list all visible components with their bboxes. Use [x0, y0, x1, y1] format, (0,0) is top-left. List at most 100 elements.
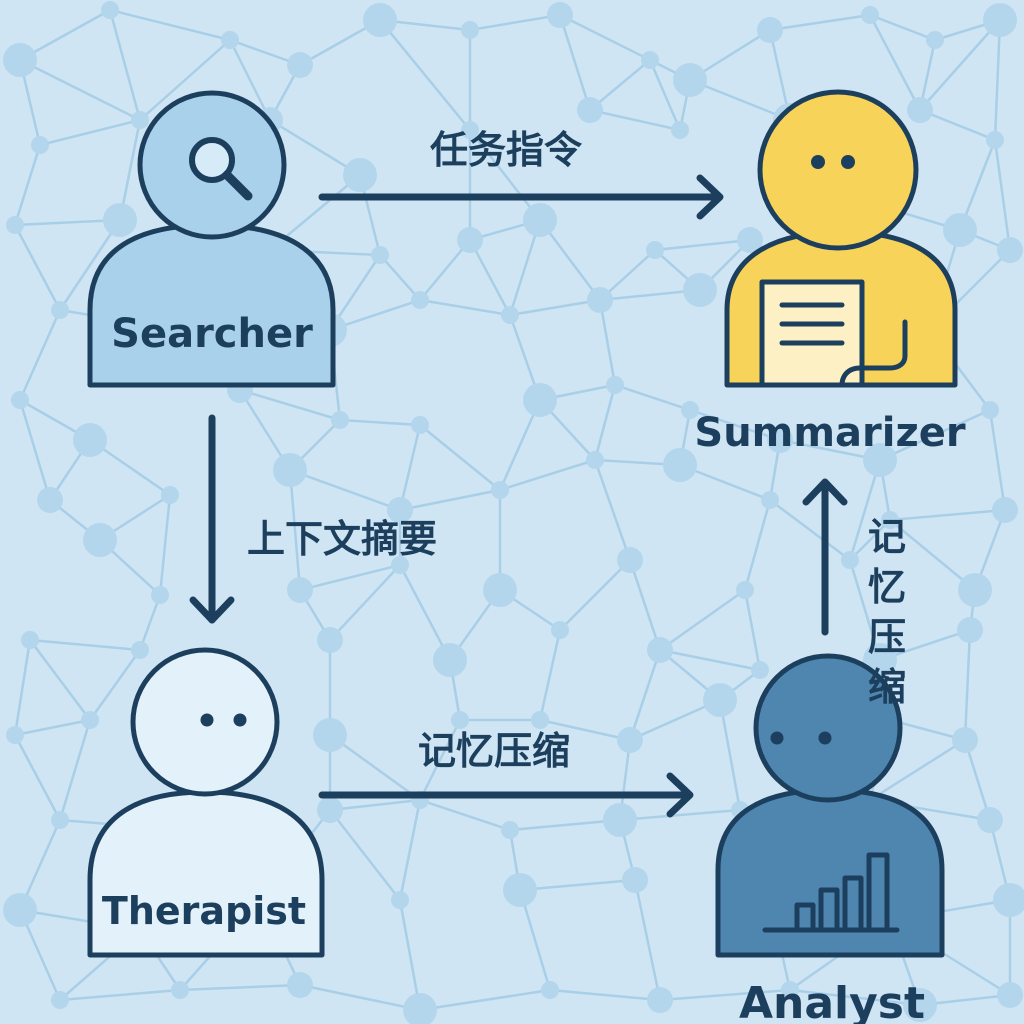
- network-node: [457, 227, 483, 253]
- network-link: [59, 988, 181, 1002]
- network-link: [138, 594, 162, 651]
- network-link: [239, 388, 341, 422]
- network-link: [58, 719, 92, 821]
- network-link: [648, 59, 682, 131]
- arrow-analyst-to-summarizer: [802, 478, 848, 636]
- vertical-label-char: 忆: [868, 565, 906, 609]
- network-link: [179, 983, 301, 992]
- network-link: [889, 508, 1006, 522]
- agent-summarizer: Summarizer: [694, 89, 966, 456]
- network-node: [926, 31, 944, 49]
- network-node: [483, 573, 517, 607]
- network-link: [993, 139, 1012, 251]
- network-node: [21, 631, 39, 649]
- network-node: [671, 121, 689, 139]
- network-node: [603, 803, 637, 837]
- network-node: [363, 3, 397, 37]
- network-link: [398, 899, 422, 1011]
- network-node: [6, 216, 24, 234]
- network-node: [523, 203, 557, 237]
- network-node: [586, 451, 604, 469]
- summarizer-label: Summarizer: [694, 410, 965, 456]
- network-link: [419, 798, 511, 832]
- document-icon: [759, 279, 865, 388]
- network-node: [957, 617, 983, 643]
- summarizer-right-eye: [841, 155, 855, 169]
- agent-therapist: Therapist: [87, 647, 325, 958]
- network-node: [767, 427, 793, 453]
- network-node: [646, 241, 664, 259]
- network-node: [221, 31, 239, 49]
- vertical-label-char: 记: [868, 515, 906, 559]
- vertical-label-char: 压: [868, 615, 906, 659]
- network-link: [659, 648, 761, 672]
- network-node: [433, 643, 467, 677]
- edge-label-task-instruction: 任务指令: [430, 128, 583, 172]
- network-link: [538, 629, 562, 721]
- network-node: [903, 988, 937, 1022]
- network-link: [963, 739, 992, 821]
- network-node: [331, 411, 349, 429]
- network-node: [171, 981, 189, 999]
- network-node: [131, 641, 149, 659]
- network-node: [977, 807, 1003, 833]
- network-node: [287, 577, 313, 603]
- network-link: [329, 564, 401, 641]
- network-node: [387, 497, 413, 523]
- network-link: [789, 988, 921, 1007]
- network-link: [398, 424, 422, 511]
- network-link: [589, 59, 651, 111]
- network-node: [501, 821, 519, 839]
- network-link: [469, 129, 541, 221]
- network-link: [379, 254, 421, 301]
- network-node: [403, 993, 437, 1024]
- searcher-label: Searcher: [111, 311, 313, 357]
- network-link: [39, 118, 141, 147]
- network-link: [614, 383, 691, 412]
- network-link: [633, 879, 662, 1001]
- network-link: [398, 564, 452, 661]
- network-link: [399, 488, 501, 512]
- network-node: [73, 423, 107, 457]
- network-link: [499, 458, 596, 492]
- network-node: [703, 683, 737, 717]
- network-link: [468, 239, 512, 316]
- network-link: [628, 559, 662, 651]
- network-link: [109, 8, 231, 42]
- network-link: [919, 108, 996, 142]
- network-link: [919, 19, 1001, 111]
- network-link: [13, 639, 32, 736]
- summarizer-left-eye: [811, 155, 825, 169]
- network-node: [736, 581, 754, 599]
- network-link: [549, 988, 661, 1002]
- network-node: [6, 726, 24, 744]
- analyst-head: [753, 653, 903, 803]
- network-link: [228, 39, 272, 121]
- network-node: [101, 1, 119, 19]
- network-node: [151, 586, 169, 604]
- network-node: [863, 443, 897, 477]
- network-node: [986, 131, 1004, 149]
- network-node: [161, 486, 179, 504]
- network-node: [981, 401, 999, 419]
- network-node: [737, 227, 763, 253]
- network-node: [411, 291, 429, 309]
- network-node: [551, 621, 569, 639]
- network-link: [743, 499, 772, 591]
- network-node: [461, 121, 479, 139]
- network-link: [13, 734, 62, 821]
- network-node: [673, 63, 707, 97]
- network-link: [598, 299, 617, 386]
- network-link: [848, 559, 882, 661]
- network-link: [848, 459, 882, 561]
- network-link: [329, 798, 421, 812]
- searcher-body: [87, 222, 336, 388]
- network-node: [587, 287, 613, 313]
- network-node: [958, 573, 992, 607]
- network-link: [558, 14, 592, 111]
- network-link: [419, 424, 501, 491]
- network-link: [29, 639, 91, 721]
- network-node: [11, 391, 29, 409]
- network-link: [619, 808, 741, 822]
